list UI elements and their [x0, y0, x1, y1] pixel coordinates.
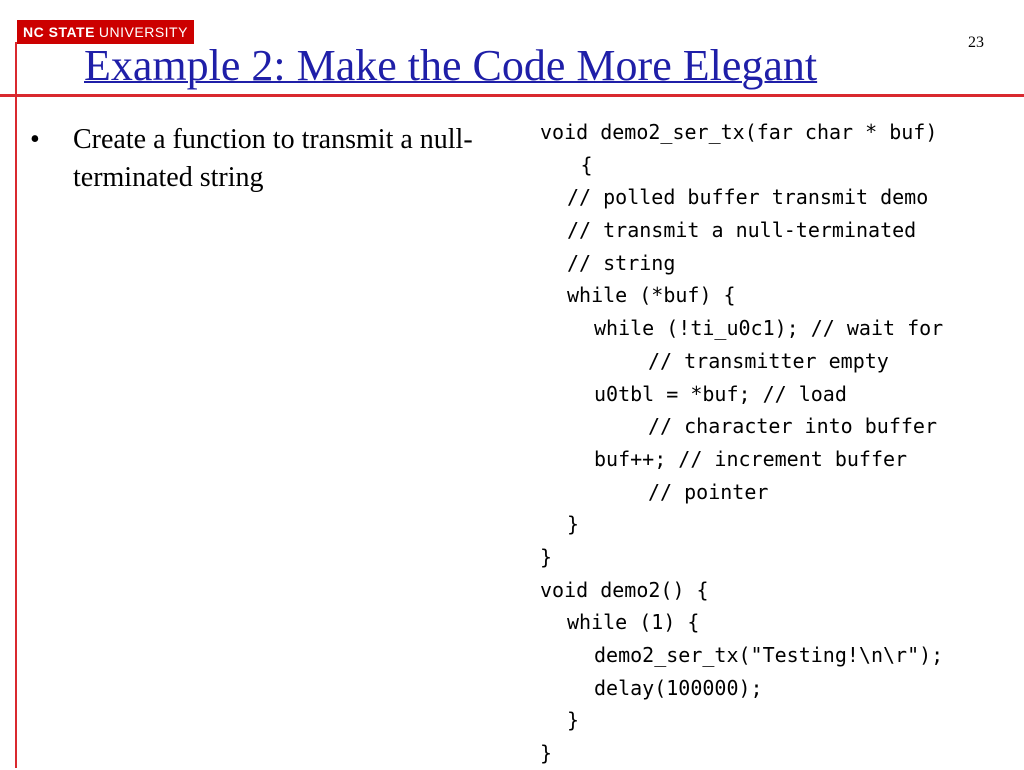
bullet-dot-icon: • [30, 124, 40, 155]
code-line: demo2_ser_tx("Testing!\n\r"); [594, 643, 944, 667]
code-line: // polled buffer transmit demo [567, 185, 929, 210]
title-underline-rule [0, 94, 1024, 97]
code-line: } [540, 741, 553, 766]
code-line: buf++; // increment buffer [594, 446, 908, 471]
bullet-item: • Create a function to transmit a null-t… [30, 121, 500, 197]
code-line: // character into buffer [648, 414, 937, 439]
code-line: } [567, 512, 580, 537]
university-logo: NC STATE UNIVERSITY [17, 20, 194, 44]
code-line: { [580, 152, 593, 177]
left-accent-line [15, 42, 17, 768]
code-line: void demo2_ser_tx(far char * buf) [540, 120, 938, 144]
code-line: } [567, 708, 580, 733]
logo-text: UNIVERSITY [98, 24, 188, 40]
code-line: // transmit a null-terminated [567, 218, 917, 243]
code-line: // string [567, 250, 676, 275]
logo-bold-text: NC STATE [23, 24, 95, 40]
code-line: } [540, 544, 553, 569]
bullet-list: • Create a function to transmit a null-t… [30, 121, 500, 197]
code-line: u0tbl = *buf; // load [594, 381, 847, 406]
code-line: // pointer [648, 479, 769, 504]
code-line: delay(100000); [594, 675, 763, 700]
code-line: void demo2() { [540, 577, 709, 602]
code-block: void demo2_ser_tx(far char * buf) { // pol… [540, 116, 1010, 770]
code-line: while (!ti_u0c1); // wait for [594, 316, 944, 341]
code-line: while (1) { [567, 610, 700, 635]
code-line: while (*buf) { [567, 283, 736, 308]
bullet-text: Create a function to transmit a null-ter… [73, 124, 473, 193]
slide-title: Example 2: Make the Code More Elegant [84, 41, 818, 90]
slide-number: 23 [968, 34, 984, 51]
code-line: // transmitter empty [648, 348, 889, 373]
